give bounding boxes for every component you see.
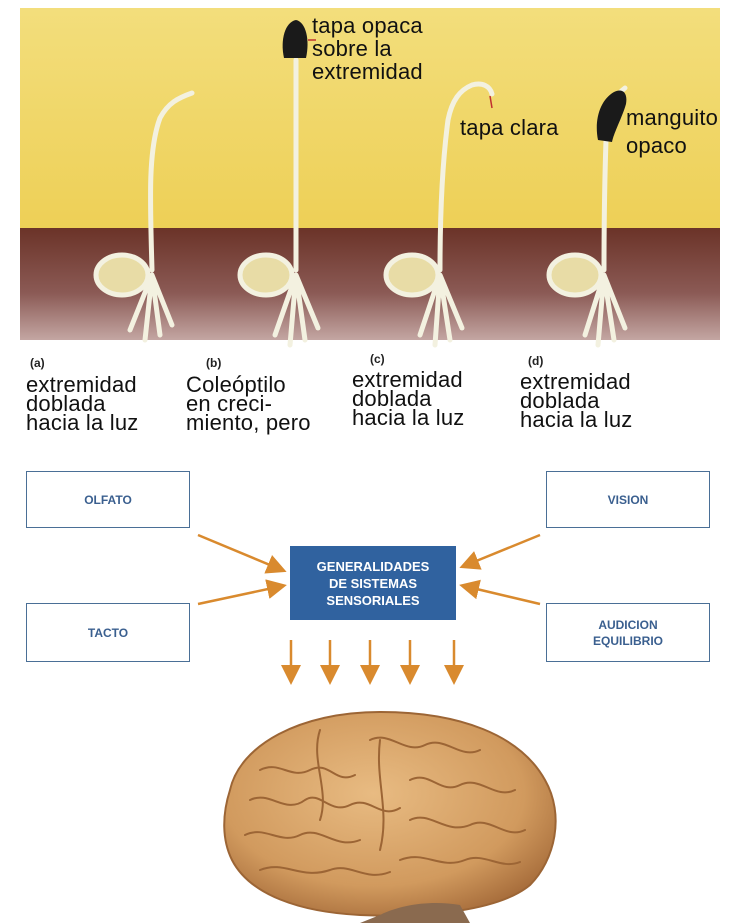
- seedling-c: [383, 81, 495, 348]
- note-c: tapa clara: [460, 115, 559, 140]
- caption-area: [20, 340, 740, 455]
- caption-a: extremidad doblada hacia la luz: [26, 372, 139, 435]
- arrow-tacto: [197, 579, 287, 606]
- arrow-olfato: [197, 533, 287, 574]
- caption-b: Coleóptilo en creci- miento, pero: [186, 372, 311, 435]
- brain-image: [223, 710, 557, 923]
- arrow-audicion: [459, 579, 541, 606]
- down-arrows: [281, 640, 464, 685]
- tag-b: (b): [206, 356, 222, 370]
- opaque-cap-b: [282, 20, 308, 58]
- tag-d: (d): [528, 354, 544, 368]
- note-d: manguito opaco: [626, 105, 719, 158]
- box-tacto: TACTO: [26, 603, 190, 662]
- arrow-vision: [459, 533, 541, 570]
- tag-a: (a): [30, 356, 45, 370]
- note-b: tapa opaca sobre la extremidad: [312, 13, 423, 84]
- clear-cap-pointer: [489, 95, 493, 109]
- caption-d: extremidad doblada hacia la luz: [520, 369, 633, 432]
- box-generalidades: GENERALIDADES DE SISTEMAS SENSORIALES: [290, 546, 456, 620]
- box-vision: VISION: [546, 471, 710, 528]
- tag-c: (c): [370, 352, 385, 366]
- seedling-a: [93, 90, 195, 343]
- opaque-sleeve-d: [596, 90, 627, 142]
- seedling-b: [237, 57, 321, 348]
- box-audicion-equilibrio: AUDICION EQUILIBRIO: [546, 603, 710, 662]
- box-olfato: OLFATO: [26, 471, 190, 528]
- caption-c: extremidad doblada hacia la luz: [352, 367, 465, 430]
